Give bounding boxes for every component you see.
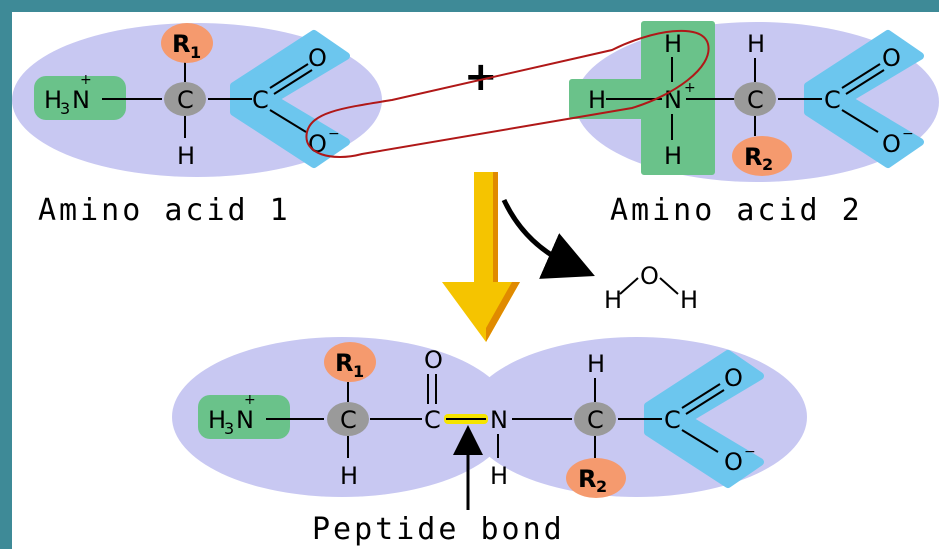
dipeptide-plus-charge: + xyxy=(244,392,256,408)
dipeptide-r1: R xyxy=(335,349,353,377)
dipeptide-sub-2: 2 xyxy=(596,477,607,496)
dipeptide-n-amide: N xyxy=(490,406,508,434)
amino-acid-1-sub-1: 1 xyxy=(190,43,201,62)
dipeptide-c-carboxyl: C xyxy=(664,406,681,434)
amino-acid-1-caption: Amino acid 1 xyxy=(38,193,291,228)
dipeptide-c-carbonyl: C xyxy=(424,406,441,434)
peptide-bond-diagram: H 3 N + C R 1 H C O O − + H H N xyxy=(12,21,939,547)
dipeptide-amino-group xyxy=(198,395,290,439)
dipeptide-minus-charge: − xyxy=(744,444,756,460)
amino-acid-2-caption: Amino acid 2 xyxy=(610,193,863,228)
amino-acid-1-o-minus: O xyxy=(308,130,327,158)
amino-acid-2-sub-2: 2 xyxy=(762,155,773,174)
dipeptide-c-alpha-1: C xyxy=(340,406,357,434)
diagram-canvas: H 3 N + C R 1 H C O O − + H H N xyxy=(12,12,939,549)
dipeptide-r2: R xyxy=(578,465,596,493)
dipeptide: H 3 N + C R 1 H C O N H C H R 2 xyxy=(172,337,807,498)
amino-acid-2-h-bottom: H xyxy=(664,142,682,170)
amino-acid-2-carboxyl-group xyxy=(804,30,924,168)
water-h-left: H xyxy=(604,286,622,314)
reaction-arrow xyxy=(442,172,520,342)
amino-acid-1-n: N xyxy=(72,86,90,114)
dipeptide-c-alpha-2: C xyxy=(587,406,604,434)
amino-acid-2-r-group xyxy=(732,136,792,176)
water-h-right: H xyxy=(680,286,698,314)
dipeptide-h-amide: H xyxy=(490,462,508,490)
amino-acid-2-o-minus: O xyxy=(882,130,901,158)
dipeptide-sub-1: 1 xyxy=(353,362,364,381)
dipeptide-r-group-1 xyxy=(324,342,376,382)
dipeptide-alpha-carbon-1 xyxy=(327,402,369,436)
amino-acid-1-minus-charge: − xyxy=(328,126,340,142)
amino-acid-2-alpha-carbon xyxy=(734,82,776,116)
dipeptide-h-1: H xyxy=(340,462,358,490)
amino-acid-1-amino-group xyxy=(34,76,126,120)
amino-acid-2-plus-charge: + xyxy=(684,80,696,96)
amino-acid-1-r: R xyxy=(172,30,190,58)
peptide-bond-caption: Peptide bond xyxy=(312,512,565,547)
amino-acid-1-h: H xyxy=(44,86,62,114)
water-loss-highlight xyxy=(305,29,710,158)
amino-acid-1-h-bottom: H xyxy=(177,142,195,170)
dipeptide-h: H xyxy=(208,406,226,434)
amino-acid-1-c-carboxyl: C xyxy=(252,86,269,114)
amino-acid-1-r-group xyxy=(161,23,213,63)
amino-acid-1-sub-3: 3 xyxy=(60,99,70,118)
amino-acid-2: H H N + H C H R 2 C O O − xyxy=(569,21,939,182)
dipeptide-blob-right xyxy=(467,337,807,497)
amino-acid-1-carboxyl-group xyxy=(230,30,350,168)
amino-acid-2-h-alpha: H xyxy=(747,30,765,58)
dipeptide-o-minus: O xyxy=(724,448,743,476)
amino-acid-2-c-carboxyl: C xyxy=(824,86,841,114)
dipeptide-h-alpha-2: H xyxy=(587,350,605,378)
amino-acid-2-o-double: O xyxy=(882,44,901,72)
amino-acid-1: H 3 N + C R 1 H C O O − xyxy=(12,23,382,177)
amino-acid-2-minus-charge: − xyxy=(902,126,914,142)
amino-acid-2-h-top: H xyxy=(664,30,682,58)
amino-acid-1-c-alpha: C xyxy=(177,86,194,114)
amino-acid-1-o-double: O xyxy=(308,44,327,72)
dipeptide-o-carbonyl: O xyxy=(424,346,443,374)
dipeptide-n-terminal: N xyxy=(236,406,254,434)
amino-acid-2-r: R xyxy=(744,143,762,171)
dipeptide-r-group-2 xyxy=(566,458,626,498)
dipeptide-sub-3: 3 xyxy=(224,419,234,438)
amino-acid-1-plus-charge: + xyxy=(80,72,92,88)
dipeptide-o-double: O xyxy=(724,364,743,392)
water-molecule: H O H xyxy=(604,262,698,314)
dipeptide-alpha-carbon-2 xyxy=(574,402,616,436)
amino-acid-2-h-left: H xyxy=(588,86,606,114)
amino-acid-2-c-alpha: C xyxy=(747,86,764,114)
water-release-arrow xyxy=(501,198,595,279)
dipeptide-carboxyl-group xyxy=(644,350,764,488)
water-o: O xyxy=(640,262,659,290)
amino-acid-1-alpha-carbon xyxy=(164,82,206,116)
